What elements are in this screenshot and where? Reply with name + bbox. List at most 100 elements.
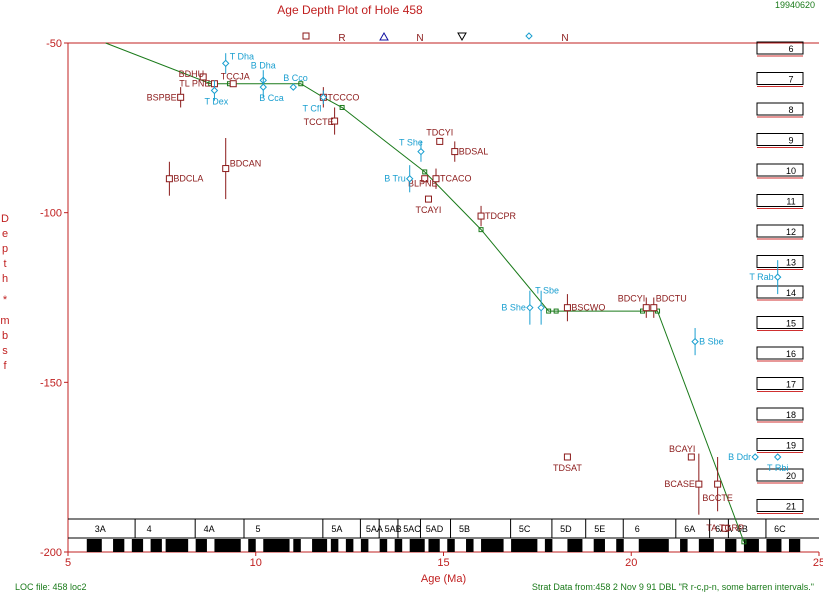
y-axis-label-char: s [2,345,8,357]
datum-label: TL PNE [179,79,210,89]
datum-label: T Dha [230,51,254,61]
datum-label: B Cca [259,93,284,103]
polarity-normal-block [86,539,102,552]
core-box [756,133,804,146]
chron-label: 5AD [426,524,444,534]
datum-label: BCCTE [702,493,733,503]
core-box [756,346,804,360]
datum-diamond-marker [405,175,414,183]
datum-label: TDSAT [553,463,582,473]
datum-diamond-marker [537,303,545,312]
datum-diamond-marker [259,83,267,91]
line-of-correlation [105,42,745,542]
chron-label: 6 [635,524,640,534]
polarity-normal-block [330,539,339,552]
y-tick-label: -150 [40,377,62,389]
y-axis-label-char: h [2,273,8,285]
datum-label: T Dex [204,97,228,107]
datum-label: B Sbe [699,337,724,347]
core-number: 8 [788,105,793,115]
chron-label: 5D [560,524,572,534]
polarity-normal-block [195,539,207,552]
datum-label: TDCYI [426,127,453,137]
polarity-normal-block [165,539,189,552]
x-axis-label: Age (Ma) [421,573,466,585]
footer-loc-file: LOC file: 458 loc2 [15,582,87,592]
chron-label: 5AA [366,524,383,534]
datum-diamond-marker [773,273,782,281]
x-tick-label: 15 [437,557,449,569]
core-number: 14 [786,288,796,298]
datum-label: T Cfl [302,103,321,113]
datum-square-marker [421,175,429,183]
top-label-r: R [338,33,345,44]
datum-label: BDCAN [230,159,262,169]
datum-square-marker [687,453,695,461]
datum-diamond-marker [691,337,699,346]
core-box [756,438,804,451]
top-diamond-symbol [525,32,533,40]
core-box [756,316,804,329]
polarity-normal-block [544,539,553,552]
y-axis-label-char: p [2,243,8,255]
chron-label: 5AC [403,524,421,534]
datum-square-marker [165,175,173,183]
datum-label: TA TGRP [706,523,744,533]
y-axis-label-char: b [2,330,8,342]
x-tick-label: 20 [625,557,637,569]
chron-label: 6B [737,524,748,534]
core-number: 18 [786,410,796,420]
loc-node [546,308,552,314]
datum-label: B Tru [384,174,406,184]
polarity-normal-block [345,539,354,552]
core-box [756,194,804,207]
datum-square-marker [432,175,440,183]
polarity-normal-block [567,539,583,552]
core-box [756,224,804,238]
polarity-normal-block [428,539,440,552]
datum-label: BSPBE [147,92,177,102]
chron-label: 5 [255,524,260,534]
polarity-normal-block [680,539,688,552]
loc-node [339,104,345,110]
polarity-normal-block [638,539,669,552]
loc-node [478,227,484,233]
datum-label: TCCJA [221,72,250,82]
top-triangle-down-symbol [457,32,467,42]
polarity-normal-block [409,539,425,552]
core-number: 15 [786,319,796,329]
core-number: 13 [786,258,796,268]
top-label-n1: N [416,33,423,44]
datum-label: BCAYI [669,444,695,454]
loc-node [741,539,747,545]
polarity-normal-block [593,539,605,552]
datum-label: B Dha [251,60,276,70]
datum-diamond-marker [222,59,230,68]
core-box [756,163,804,177]
datum-square-marker [177,93,185,101]
core-number: 7 [788,75,793,85]
core-box [756,41,804,55]
chron-label: 5AB [385,524,402,534]
polarity-normal-block [616,539,624,552]
datum-label: B Cco [283,73,308,83]
polarity-normal-block [248,539,256,552]
loc-node [298,81,304,87]
core-box [756,72,804,85]
datum-diamond-marker [210,86,219,95]
polarity-normal-block [263,539,290,552]
y-tick-label: -100 [40,208,62,220]
polarity-normal-block [360,539,369,552]
datum-square-marker [650,304,658,312]
y-axis-label-char: m [0,315,9,327]
datum-square-marker [721,524,729,532]
polarity-normal-block [293,539,301,552]
datum-label: B She [501,303,526,313]
datum-diamond-marker [319,93,328,102]
x-tick-label: 10 [250,557,262,569]
core-number: 20 [786,471,796,481]
polarity-normal-block [131,539,144,552]
core-number: 6 [788,44,793,54]
datum-square-marker [331,117,339,125]
datum-label: BLPNE [408,179,438,189]
